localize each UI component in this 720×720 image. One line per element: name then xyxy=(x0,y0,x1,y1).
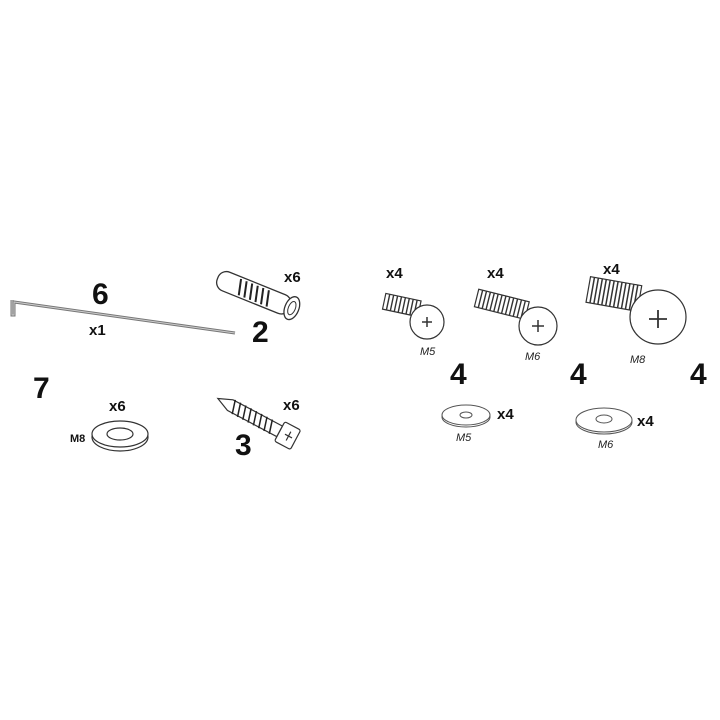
wall-plug-qty: x6 xyxy=(284,269,301,286)
part-number-4-a: 4 xyxy=(450,358,467,391)
washer-m8-size: M8 xyxy=(70,433,86,445)
part-number-4-b: 4 xyxy=(570,358,587,391)
washer-m6-size: M6 xyxy=(598,439,614,451)
part-number-6: 6 xyxy=(92,278,109,311)
bolt-m6-icon xyxy=(473,288,558,346)
part-number-2: 2 xyxy=(252,316,269,349)
part-number-3: 3 xyxy=(235,429,252,462)
bolt-m6-qty: x4 xyxy=(487,265,504,282)
washer-m8-icon xyxy=(91,420,149,452)
bolt-m8-size: M8 xyxy=(630,354,646,366)
bolt-m5-icon xyxy=(381,292,445,340)
bolt-m8-icon xyxy=(585,275,687,345)
part-number-7: 7 xyxy=(33,372,50,405)
washer-m8-qty: x6 xyxy=(109,398,126,415)
bolt-m5-qty: x4 xyxy=(386,265,403,282)
bolt-m6-size: M6 xyxy=(525,351,541,363)
washer-m5-size: M5 xyxy=(456,432,472,444)
wall-plug-icon xyxy=(215,270,301,321)
wood-screw-icon xyxy=(216,397,301,450)
washer-m6-icon xyxy=(575,407,633,435)
bolt-m8-qty: x4 xyxy=(603,261,620,278)
washer-m6-qty: x4 xyxy=(637,413,654,430)
part-number-4-c: 4 xyxy=(690,358,707,391)
bolt-m5-size: M5 xyxy=(420,346,436,358)
washer-m5-icon xyxy=(441,404,491,428)
washer-m5-qty: x4 xyxy=(497,406,514,423)
allen-key-qty: x1 xyxy=(89,322,106,339)
wood-screw-qty: x6 xyxy=(283,397,300,414)
